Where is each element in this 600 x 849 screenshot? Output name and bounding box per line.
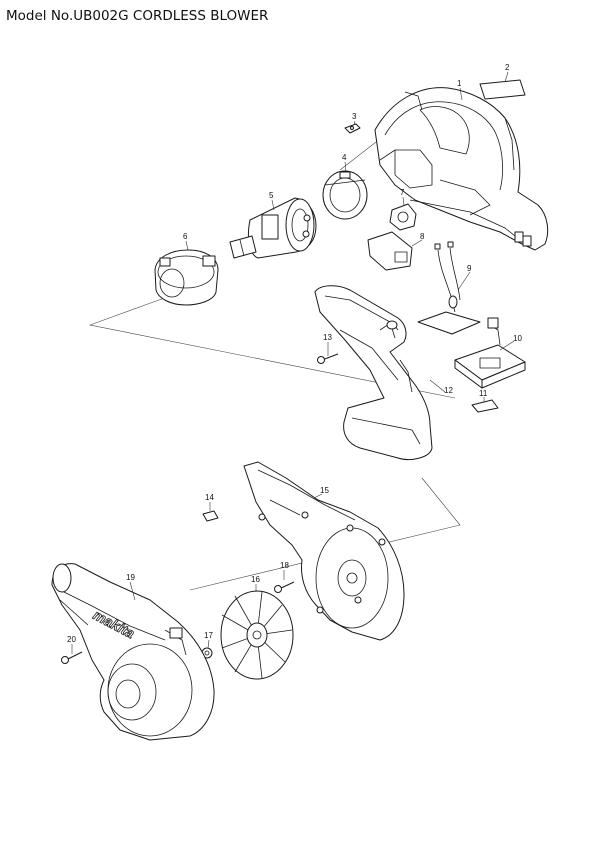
callout-12: 12	[444, 386, 453, 395]
callout-19: 19	[126, 573, 135, 582]
callout-17: 17	[204, 631, 213, 640]
callout-1: 1	[457, 79, 462, 88]
callout-11: 11	[479, 389, 488, 398]
callout-9: 9	[467, 264, 472, 273]
part-3-clip[interactable]	[344, 123, 361, 134]
callout-18: 18	[280, 561, 289, 570]
part-8-switch[interactable]	[367, 231, 454, 271]
callout-16: 16	[251, 575, 260, 584]
leader-lines	[71, 71, 515, 654]
callout-14: 14	[205, 493, 214, 502]
part-10-controller[interactable]	[454, 317, 526, 389]
part-7-sensor[interactable]	[389, 203, 417, 231]
part-6-cap[interactable]	[154, 249, 219, 306]
callout-5: 5	[269, 191, 274, 200]
part-2-label[interactable]	[479, 79, 526, 100]
part-18-screw[interactable]	[274, 581, 295, 593]
part-16-impeller[interactable]	[220, 590, 294, 680]
callout-3: 3	[352, 112, 357, 121]
callout-15: 15	[320, 486, 329, 495]
part-11-label[interactable]	[471, 399, 499, 413]
callout-8: 8	[420, 232, 425, 241]
part-12-handle[interactable]	[314, 285, 433, 461]
part-9-wire[interactable]	[417, 247, 481, 335]
callout-numbers: 1 2 3 4 5 6 7 8 9 10 11 12 13 14 15 16 1…	[67, 63, 522, 644]
part-1-housing[interactable]	[374, 87, 549, 251]
part-15-fan-housing[interactable]	[243, 461, 405, 641]
part-5-motor[interactable]	[229, 197, 317, 259]
callout-20: 20	[67, 635, 76, 644]
part-13-screw[interactable]	[317, 353, 339, 364]
callout-10: 10	[513, 334, 522, 343]
part-4-ring[interactable]	[322, 170, 368, 220]
callout-4: 4	[342, 153, 347, 162]
callout-13: 13	[323, 333, 332, 342]
part-20-screw[interactable]	[61, 651, 83, 664]
part-19-blower-housing[interactable]: makita	[51, 563, 215, 741]
callout-2: 2	[505, 63, 510, 72]
diagram-title: Model No.UB002G CORDLESS BLOWER	[6, 8, 269, 24]
callout-7: 7	[400, 188, 405, 197]
callout-6: 6	[183, 232, 188, 241]
part-14-clip[interactable]	[202, 510, 219, 522]
